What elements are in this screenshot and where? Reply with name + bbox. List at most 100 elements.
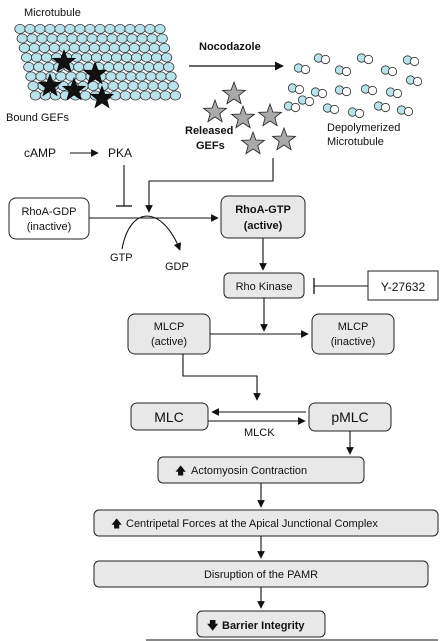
tubulin-subunit xyxy=(21,52,33,63)
tubulin-dimer xyxy=(402,55,420,67)
tubulin-dimer xyxy=(356,53,374,65)
tubulin-subunit xyxy=(86,33,98,44)
tubulin-subunit xyxy=(64,23,76,34)
tubulin-subunit xyxy=(71,52,83,63)
gtp-exchange-curve xyxy=(121,215,181,251)
tubulin-subunit xyxy=(169,90,181,101)
centripetal-box xyxy=(93,509,439,537)
released-gef-star xyxy=(221,80,247,105)
tubulin-subunit xyxy=(143,62,155,73)
tubulin-subunit xyxy=(153,62,165,73)
microtubule-label: Microtubule xyxy=(24,7,81,19)
tubulin-dimer xyxy=(313,53,331,65)
tubulin-subunit xyxy=(73,62,85,73)
centripetal-label: Centripetal Forces at the Apical Junctio… xyxy=(126,518,378,530)
tubulin-subunit xyxy=(25,71,37,82)
released-gef-star xyxy=(271,126,297,151)
tubulin-dimer xyxy=(396,105,414,117)
tubulin-subunit xyxy=(155,71,167,82)
tubulin-subunit xyxy=(56,33,68,44)
mlc-box xyxy=(130,402,209,431)
tubulin-dimer xyxy=(334,65,352,77)
tubulin-subunit xyxy=(105,71,117,82)
depolymerized-label-line1: Depolymerized xyxy=(327,122,400,134)
mlc-label: MLC xyxy=(154,409,184,425)
tubulin-subunit xyxy=(78,43,91,54)
tubulin-dimer xyxy=(297,95,315,107)
tubulin-subunit xyxy=(114,23,126,34)
tubulin-dimer xyxy=(380,65,398,77)
tubulin-subunit xyxy=(44,23,56,34)
pamr-label: Disruption of the PAMR xyxy=(204,569,318,581)
released-gefs-stars xyxy=(202,80,297,155)
tubulin-subunit xyxy=(167,81,179,92)
tubulin-subunit xyxy=(74,23,86,34)
tubulin-subunit xyxy=(149,90,161,101)
tubulin-subunit xyxy=(146,33,158,44)
tubulin-subunit xyxy=(98,43,111,54)
mlcp-active-state: (active) xyxy=(151,336,187,348)
rhoa-gdp-state: (inactive) xyxy=(27,221,72,233)
tubulin-subunit xyxy=(138,43,150,54)
tubulin-subunit xyxy=(104,23,116,34)
tubulin-subunit xyxy=(161,52,173,63)
inhibitor-label: Y-27632 xyxy=(381,280,426,294)
bound-gef-star xyxy=(51,49,77,73)
up-arrow-icon: 🡅 xyxy=(111,517,122,530)
released-gef-star xyxy=(230,104,256,129)
tubulin-subunit xyxy=(156,33,168,44)
mlcp-active-label: MLCP xyxy=(154,321,185,333)
tubulin-subunit xyxy=(137,81,149,92)
down-arrow-icon: 🡇 xyxy=(207,619,219,632)
tubulin-subunit xyxy=(75,71,87,82)
microtubule-lattice xyxy=(14,23,181,101)
tubulin-subunit xyxy=(136,33,148,44)
depolymerized-label-line2: Microtubule xyxy=(327,136,384,148)
mlcp-inactive-box xyxy=(311,313,395,355)
tubulin-subunit xyxy=(34,23,46,34)
tubulin-dimer xyxy=(334,85,352,97)
tubulin-subunit xyxy=(94,23,106,34)
released-gef-star xyxy=(240,130,266,155)
tubulin-subunit xyxy=(125,71,137,82)
tubulin-subunit xyxy=(139,90,151,101)
pka-label: PKA xyxy=(108,146,132,160)
up-arrow-icon: 🡅 xyxy=(175,464,186,477)
tubulin-dimer xyxy=(293,63,311,75)
tubulin-subunit xyxy=(108,43,121,54)
tubulin-subunit xyxy=(16,33,28,44)
barrier-label: Barrier Integrity xyxy=(222,620,305,632)
tubulin-subunit xyxy=(36,33,48,44)
tubulin-subunit xyxy=(55,71,67,82)
tubulin-dimer xyxy=(347,107,365,119)
mlcp-active-box xyxy=(127,313,211,355)
tubulin-subunit xyxy=(126,33,138,44)
tubulin-dimer xyxy=(405,75,423,87)
tubulin-subunit xyxy=(30,52,43,63)
tubulin-subunit xyxy=(118,43,131,54)
tubulin-subunit xyxy=(23,62,35,73)
rhoa-gtp-state: (active) xyxy=(244,220,283,232)
tubulin-subunit xyxy=(128,43,140,54)
tubulin-subunit xyxy=(84,23,96,34)
tubulin-subunit xyxy=(121,52,133,63)
bound-gef-star xyxy=(89,85,115,109)
gdp-label: GDP xyxy=(165,261,189,273)
tubulin-subunit xyxy=(145,71,157,82)
tubulin-subunit xyxy=(43,62,55,73)
tubulin-subunit xyxy=(144,23,156,34)
tubulin-subunit xyxy=(38,43,51,54)
tubulin-subunit xyxy=(29,90,42,101)
mlcp-inactive-state: (inactive) xyxy=(331,336,376,348)
mlcp-to-mlc-arrow xyxy=(182,354,261,401)
bound-gef-star xyxy=(82,61,108,85)
tubulin-subunit xyxy=(26,33,38,44)
tubulin-subunit xyxy=(165,71,177,82)
bound-gef-star xyxy=(61,77,87,101)
rhoa-gtp-label: RhoA-GTP xyxy=(235,204,291,216)
nocodazole-label: Nocodazole xyxy=(199,41,261,53)
released-gefs-label-line2: GEFs xyxy=(196,140,225,152)
actomyosin-label: Actomyosin Contraction xyxy=(191,465,307,477)
mlck-label: MLCK xyxy=(244,427,275,439)
